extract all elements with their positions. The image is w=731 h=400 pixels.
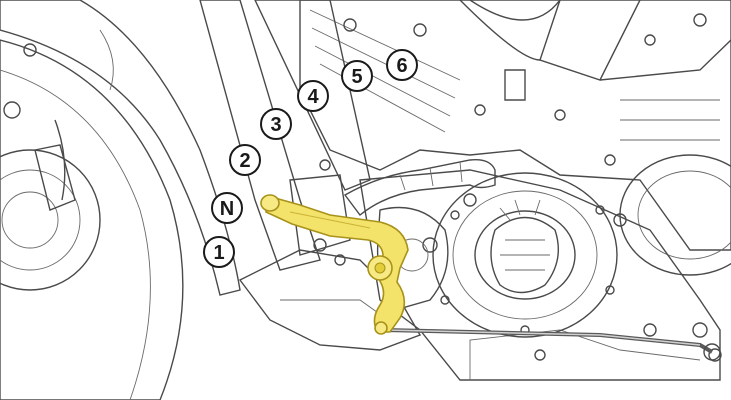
shift-peg bbox=[261, 195, 279, 211]
shift-lever-link-end bbox=[375, 322, 387, 334]
gear-label-1: 1 bbox=[204, 237, 234, 267]
gear-label-5: 5 bbox=[342, 61, 372, 91]
gear-label-1-text: 1 bbox=[213, 242, 224, 264]
gear-label-2: 2 bbox=[230, 145, 260, 175]
gear-label-n-text: N bbox=[220, 198, 234, 220]
gear-label-3-text: 3 bbox=[270, 114, 281, 136]
gear-label-4: 4 bbox=[298, 81, 328, 111]
gear-label-6-text: 6 bbox=[396, 55, 407, 77]
gear-label-6: 6 bbox=[387, 50, 417, 80]
gear-label-n: N bbox=[212, 193, 242, 223]
gear-label-2-text: 2 bbox=[239, 150, 250, 172]
gear-label-3: 3 bbox=[261, 109, 291, 139]
gear-label-5-text: 5 bbox=[351, 66, 362, 88]
gear-label-4-text: 4 bbox=[307, 86, 319, 108]
